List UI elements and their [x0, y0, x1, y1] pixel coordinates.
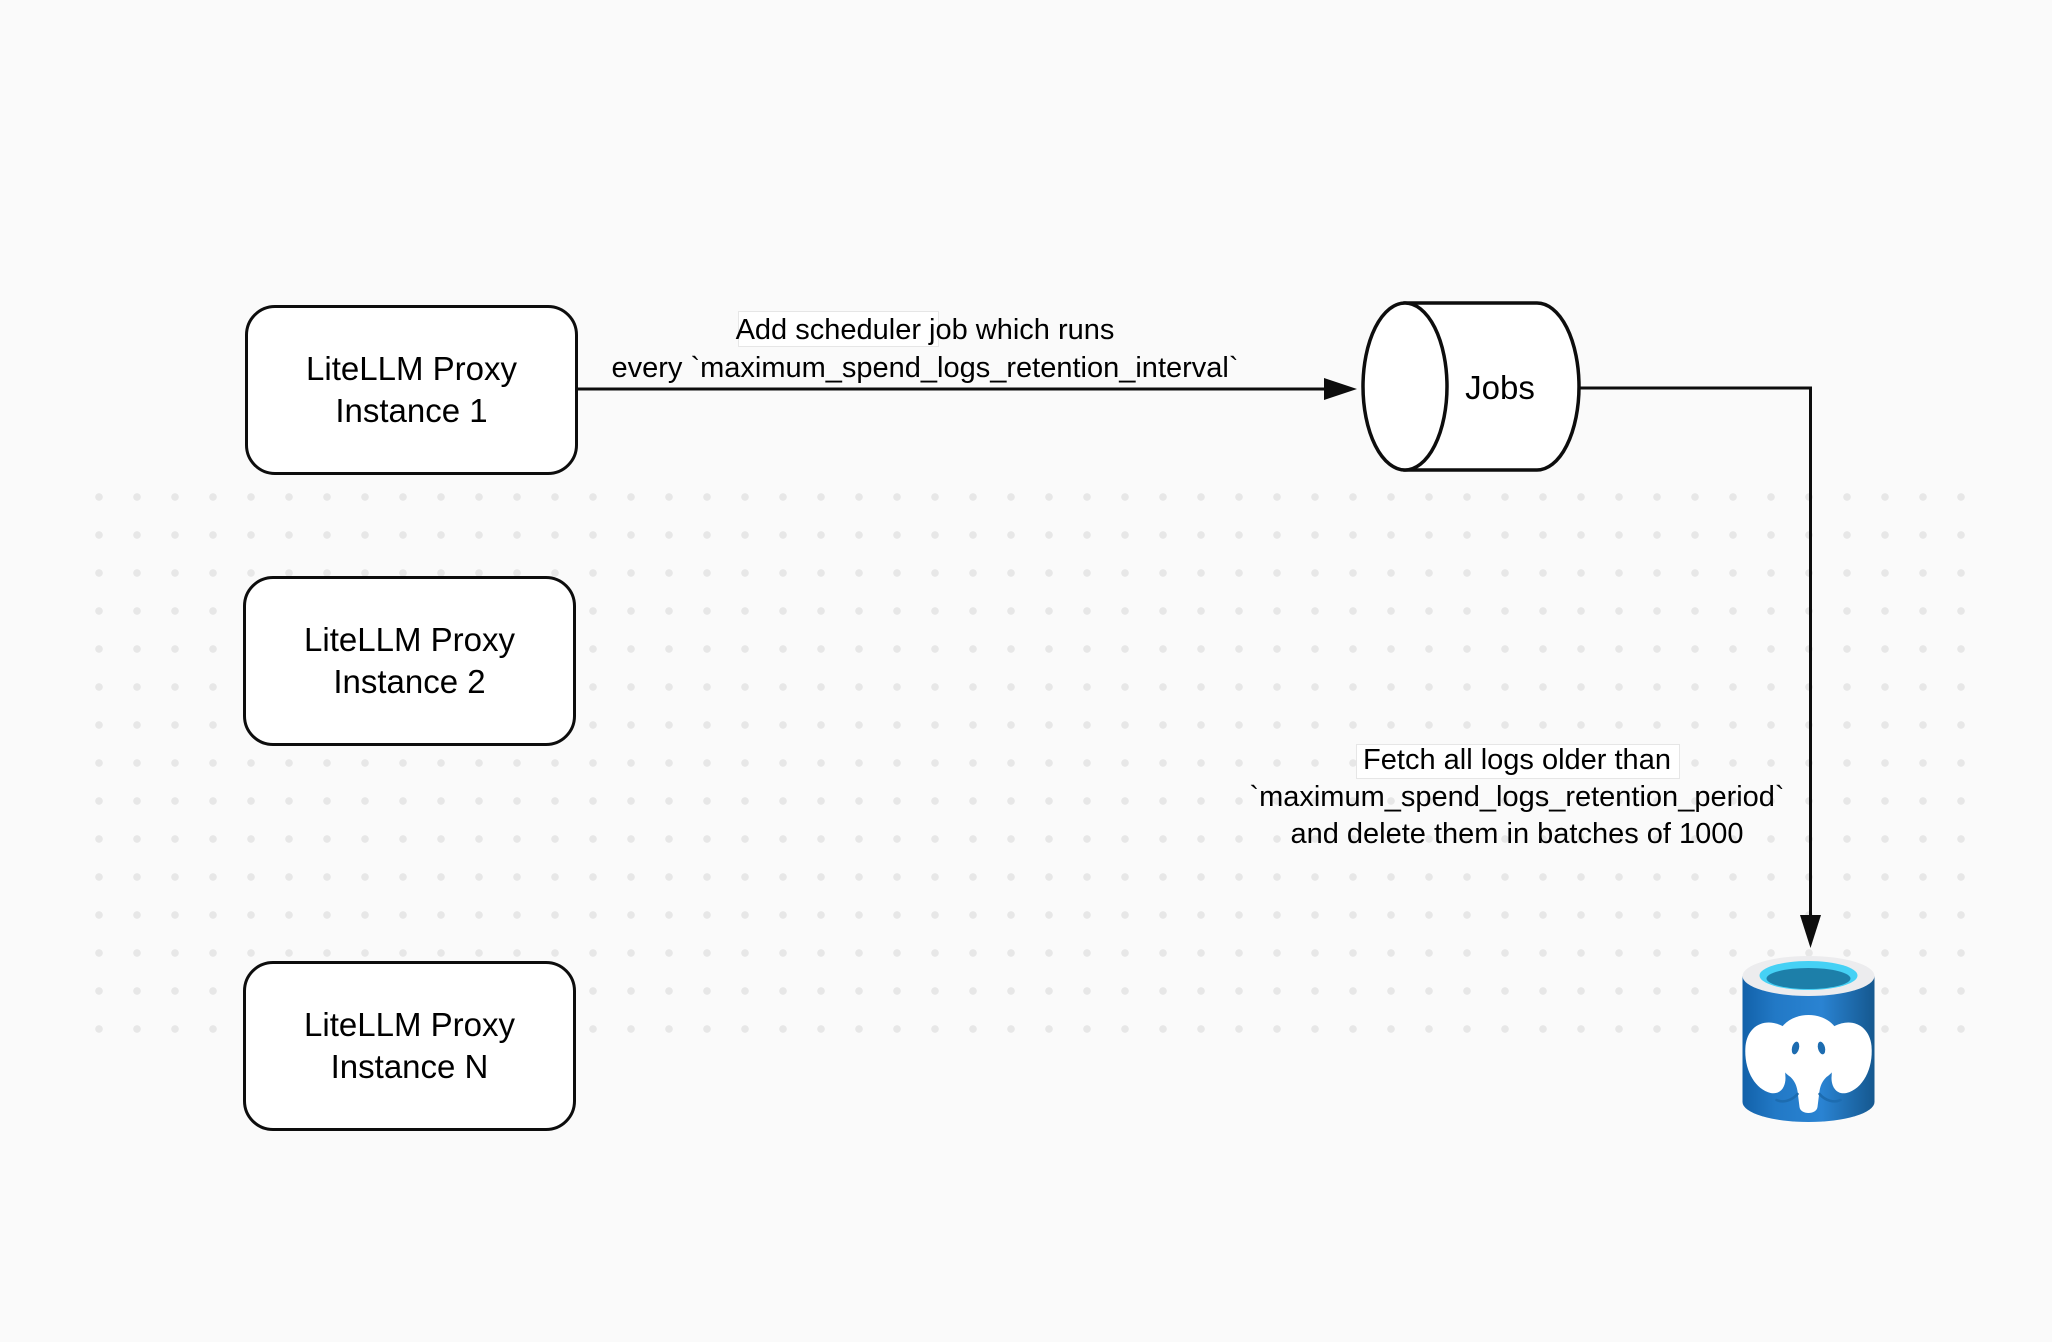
edge-label-line: `maximum_spend_logs_retention_period`: [1249, 781, 1785, 813]
jobs-cylinder-cap: [1361, 301, 1449, 472]
edge-label-fetch: Fetch all logs older than `maximum_spend…: [1215, 742, 1819, 853]
node-litellm-proxy-instance-2: LiteLLM Proxy Instance 2: [243, 576, 576, 746]
node-litellm-proxy-instance-n: LiteLLM Proxy Instance N: [243, 961, 576, 1131]
node-label: LiteLLM Proxy Instance N: [304, 1006, 515, 1085]
node-jobs-label: Jobs: [1465, 369, 1535, 406]
edge-label-line: and delete them in batches of 1000: [1290, 818, 1744, 850]
edge-label-line: every `maximum_spend_logs_retention_inte…: [611, 352, 1239, 384]
node-litellm-proxy-instance-1: LiteLLM Proxy Instance 1: [245, 305, 578, 475]
edge-label-scheduler: Add scheduler job which runs every `maxi…: [535, 311, 1315, 387]
edge-label-background-scheduler: [738, 311, 939, 347]
node-label: LiteLLM Proxy Instance 1: [306, 350, 517, 429]
node-label: LiteLLM Proxy Instance 2: [304, 621, 515, 700]
edge-label-line: Add scheduler job which runs: [735, 314, 1115, 346]
edge-scheduler-arrowhead-icon: [1324, 378, 1357, 400]
edge-label-line: Fetch all logs older than: [1363, 744, 1671, 776]
